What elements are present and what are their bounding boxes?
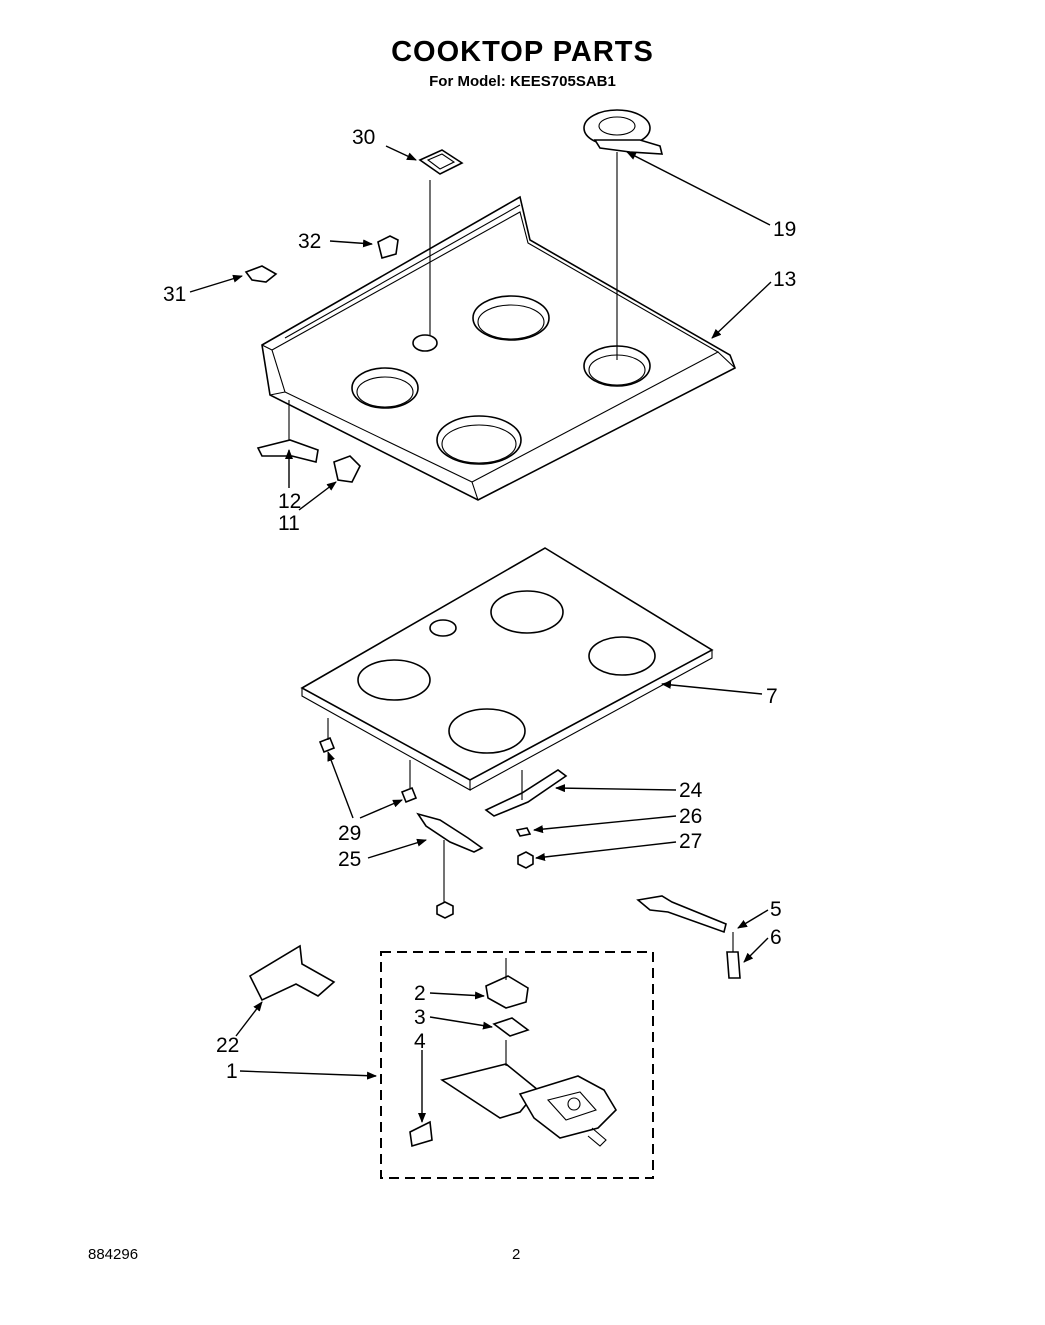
callout-25: 25 xyxy=(338,848,361,871)
indicator-light-hole xyxy=(412,334,438,352)
support-plate-part-7 xyxy=(300,547,714,791)
rod-part-5 xyxy=(636,895,727,934)
nut-part-27 xyxy=(517,851,534,869)
nut-lower xyxy=(436,901,454,919)
callout-1: 1 xyxy=(226,1060,238,1083)
callout-30: 30 xyxy=(352,126,375,149)
clip-part-29-a xyxy=(318,736,336,754)
washer-part-26 xyxy=(515,827,532,837)
callout-6: 6 xyxy=(770,926,782,949)
page-number: 2 xyxy=(512,1246,521,1263)
model-subtitle: For Model: KEES705SAB1 xyxy=(429,73,616,90)
callout-24: 24 xyxy=(679,779,703,802)
callout-19: 19 xyxy=(773,218,796,241)
page-title: COOKTOP PARTS xyxy=(391,36,654,68)
main-top-panel xyxy=(261,195,737,501)
switch-assembly-box-part-1 xyxy=(380,951,654,1179)
switch-housing-assembly xyxy=(440,1040,618,1147)
callout-5: 5 xyxy=(770,898,782,921)
callout-12: 12 xyxy=(278,490,301,513)
callout-31: 31 xyxy=(163,283,186,306)
clip-part-29-b xyxy=(400,786,418,804)
callout-27: 27 xyxy=(679,830,702,853)
bracket-part-24 xyxy=(484,769,568,817)
callout-29: 29 xyxy=(338,822,361,845)
callout-3: 3 xyxy=(414,1006,426,1029)
bracket-part-31 xyxy=(244,265,278,283)
plate-part-3 xyxy=(492,1017,530,1037)
callout-4: 4 xyxy=(414,1030,426,1053)
callout-22: 22 xyxy=(216,1034,239,1057)
document-number: 884296 xyxy=(88,1246,139,1263)
callout-32: 32 xyxy=(298,230,321,253)
switch-part-2 xyxy=(485,975,529,1009)
bracket-part-25 xyxy=(416,812,484,853)
indicator-lens-part-30 xyxy=(418,149,464,336)
callout-13: 13 xyxy=(773,268,796,291)
connector-part-6 xyxy=(726,951,741,979)
hinge-part-12 xyxy=(256,439,319,463)
callout-26: 26 xyxy=(679,805,702,828)
bracket-part-22 xyxy=(248,944,336,1002)
insulator-part-4 xyxy=(409,1120,433,1148)
callout-7: 7 xyxy=(766,685,778,708)
bumper-part-11 xyxy=(333,455,361,483)
clip-part-32 xyxy=(377,235,399,259)
element-opening-front-left xyxy=(351,367,419,409)
element-opening-rear-left xyxy=(472,295,550,341)
surface-element-part-19 xyxy=(583,109,664,360)
element-opening-front-right xyxy=(436,415,522,465)
callout-11: 11 xyxy=(278,512,300,535)
callout-2: 2 xyxy=(414,982,426,1005)
